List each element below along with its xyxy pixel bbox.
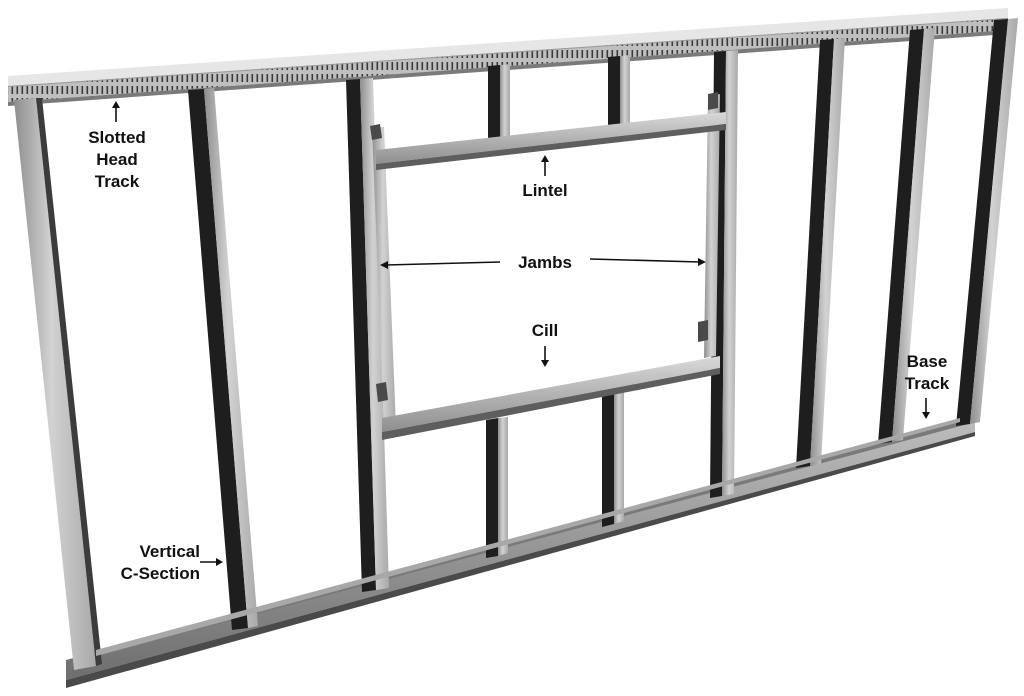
annotation-arrows [112,101,930,566]
arrow-jambs-right [589,258,706,266]
label-jambs: Jambs [518,253,572,272]
base-track-inner [96,418,960,656]
label-lintel: Lintel [522,181,568,200]
arrow-cill [541,346,549,367]
label-base-track: Base Track [904,352,950,393]
jambs [370,92,720,430]
arrow-base-track [922,398,930,419]
label-vertical-c-section: Vertical C-Section [120,542,200,583]
arrow-jambs-left [380,261,501,269]
arrow-vertical-c-section [200,558,223,566]
arrow-lintel [541,155,549,176]
lintel [376,112,726,170]
label-slotted-head-track: Slotted Head Track [88,128,146,191]
vertical-c-section-studs [188,18,1018,630]
arrow-slotted-head-track [112,101,120,122]
base-track [66,418,975,688]
label-cill: Cill [531,321,559,340]
end-stud-left [14,98,102,670]
cill [382,356,720,440]
